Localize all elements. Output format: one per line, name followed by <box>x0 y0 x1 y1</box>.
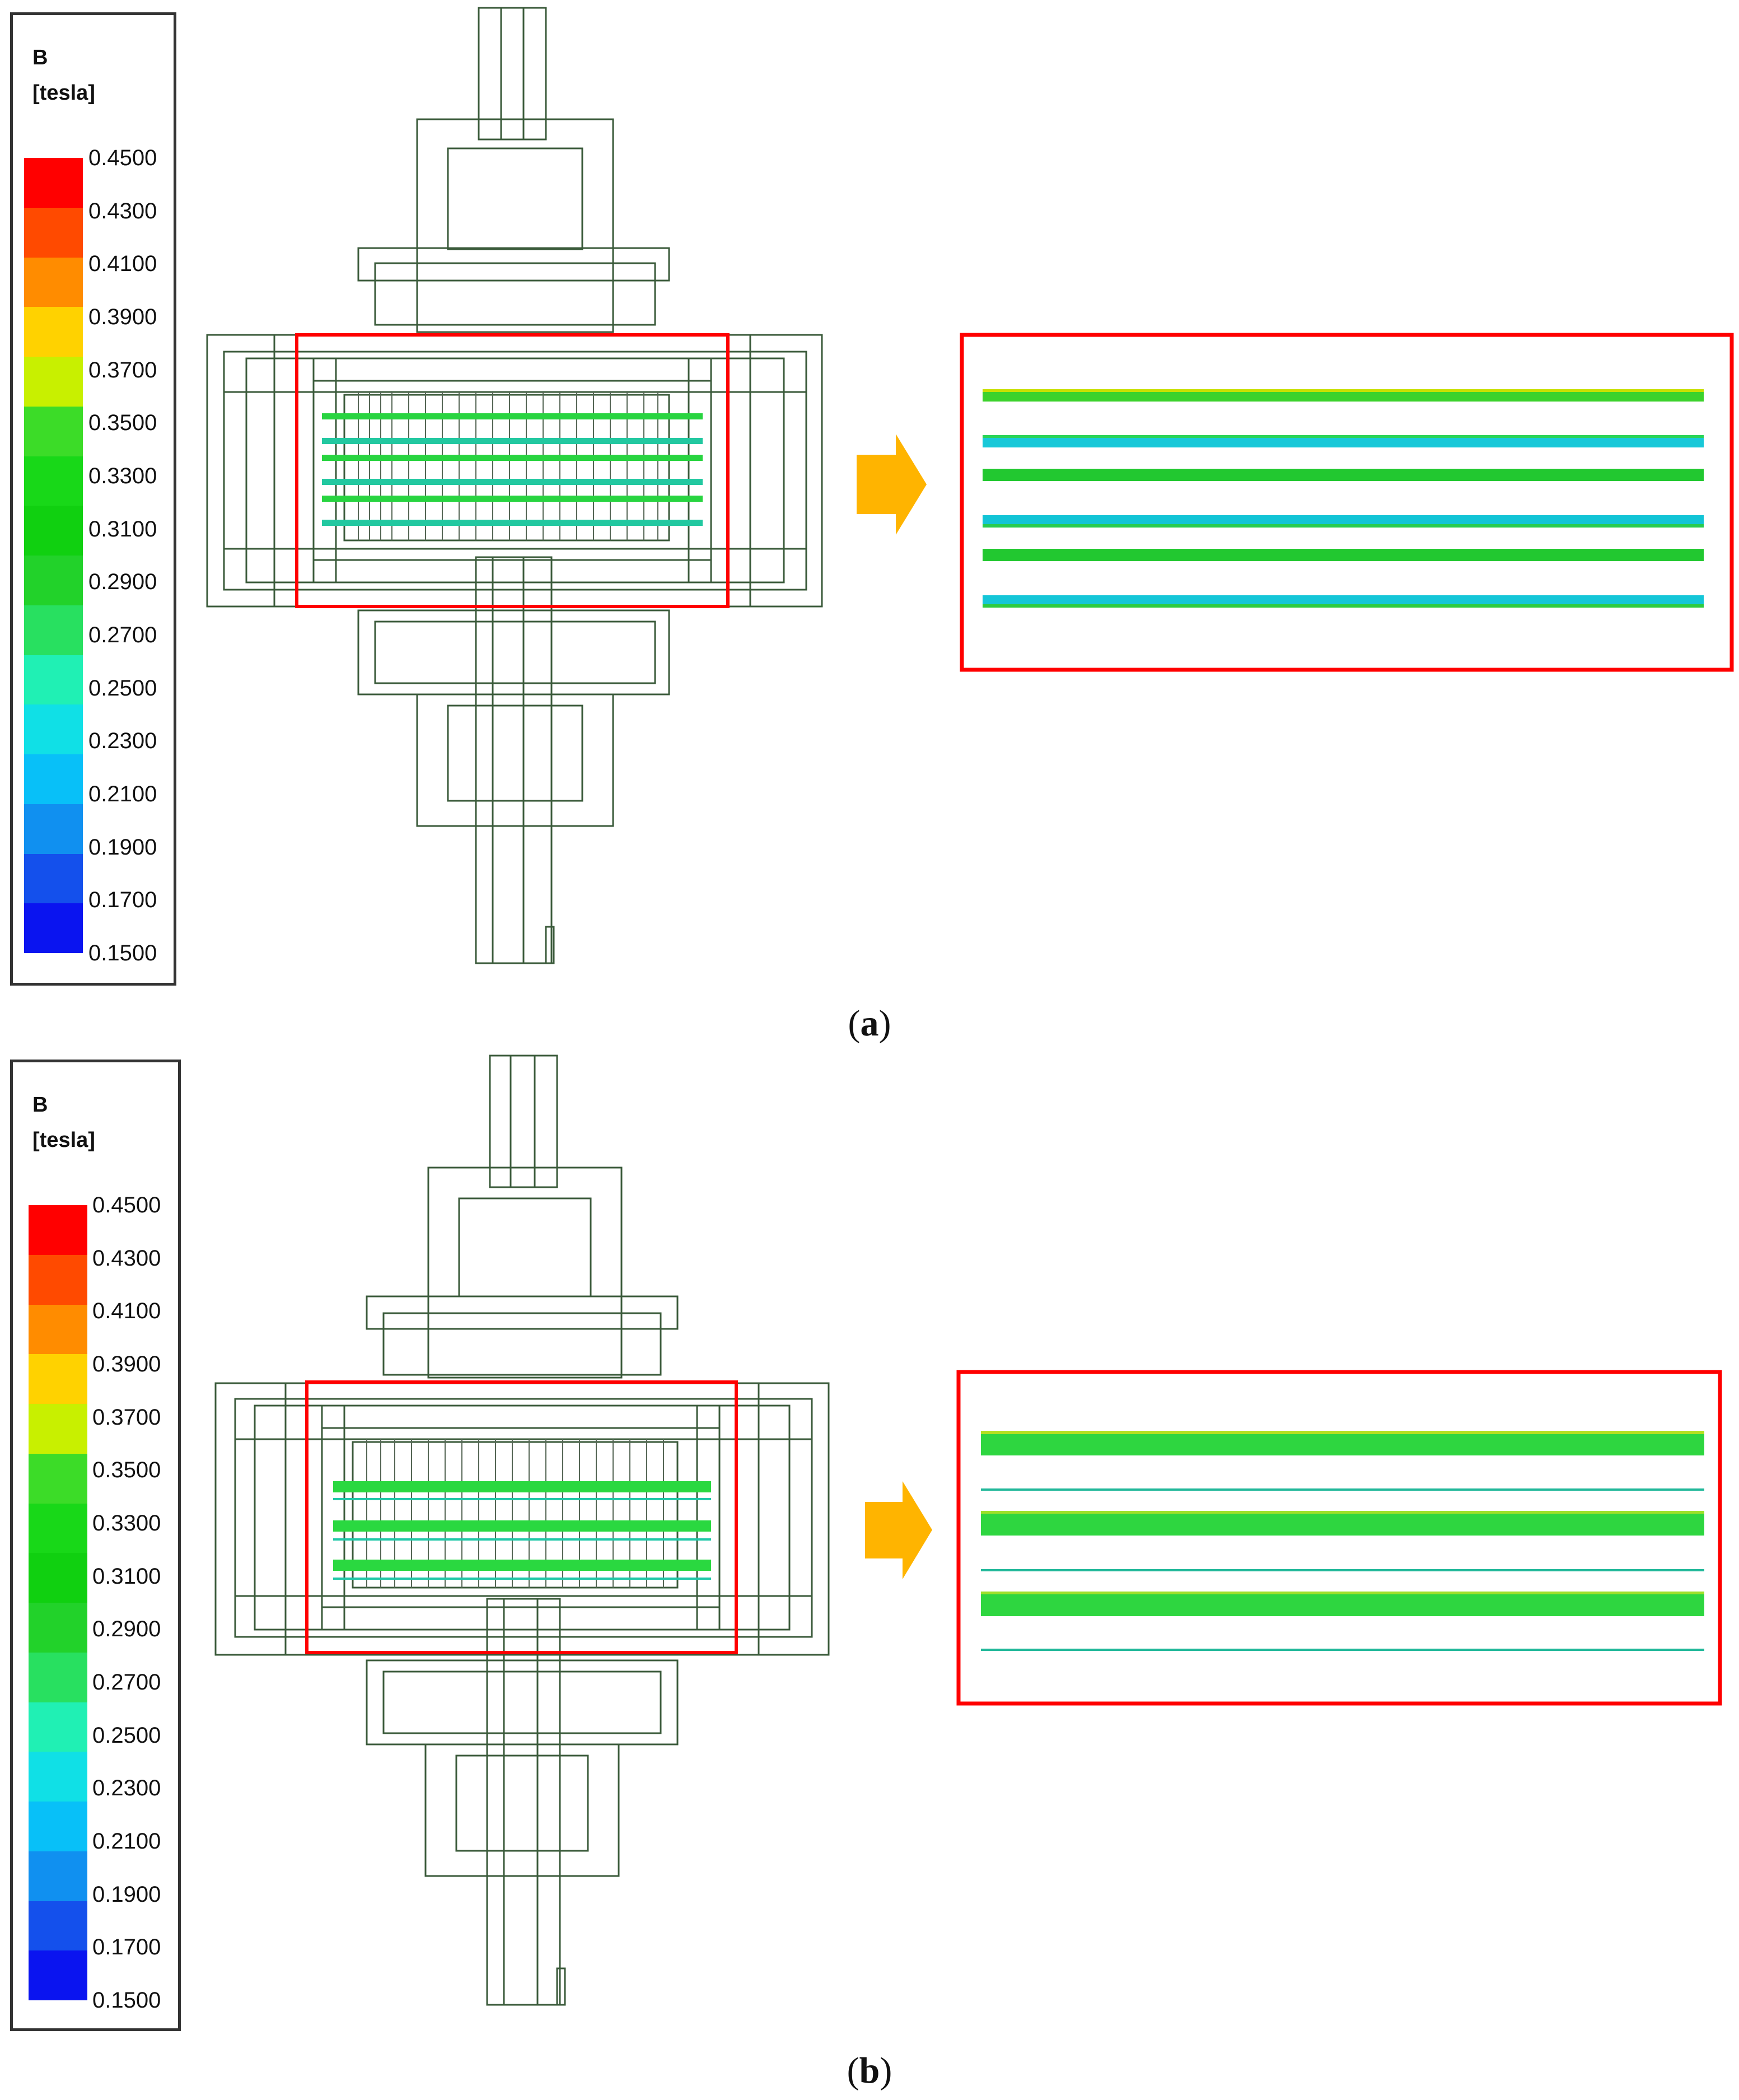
legend-tick-label: 0.4500 <box>92 1193 161 1217</box>
model-view-a <box>206 7 1734 964</box>
legend-swatch <box>29 1901 87 1951</box>
legend-swatch <box>24 406 83 456</box>
highlight-box <box>305 1380 738 1654</box>
legend-swatch <box>29 1503 87 1553</box>
legend-swatch <box>24 556 83 605</box>
legend-swatch <box>29 1205 87 1255</box>
caption-b: (b) <box>847 2050 892 2091</box>
legend-tick-label: 0.2500 <box>88 675 157 701</box>
legend-swatch <box>29 1404 87 1454</box>
legend-color-bar <box>24 158 83 953</box>
coil-bars-main <box>322 413 703 526</box>
legend-tick-label: 0.2300 <box>92 1776 161 1801</box>
legend-tick-label: 0.3900 <box>92 1352 161 1376</box>
legend-swatch <box>24 853 83 904</box>
legend-swatch <box>24 158 83 208</box>
legend-swatch <box>29 1851 87 1901</box>
panel-b: B [tesla] 0.4500 0.4300 0.4100 0.3900 0.3700… <box>0 1047 1739 2094</box>
legend-swatch <box>24 456 83 506</box>
legend-swatch <box>29 1354 87 1404</box>
legend-tick-label: 0.1700 <box>92 1935 161 1960</box>
legend-tick-label: 0.3500 <box>92 1458 161 1483</box>
zoom-bars <box>983 389 1704 608</box>
legend-swatch <box>24 207 83 258</box>
legend-tick-label: 0.2900 <box>88 570 157 595</box>
legend-swatch <box>29 1802 87 1851</box>
legend-tick-label: 0.2700 <box>92 1670 161 1695</box>
legend-swatch <box>29 1702 87 1752</box>
legend-swatch <box>24 506 83 556</box>
legend-tick-label: 0.1500 <box>88 941 157 965</box>
legend-swatch <box>29 1752 87 1802</box>
coil-bars-main <box>333 1481 711 1580</box>
legend-tick-label: 0.2300 <box>88 729 157 754</box>
model-view-b <box>214 1054 1722 2006</box>
legend-swatch <box>29 1652 87 1702</box>
legend-tick-label: 0.4100 <box>88 251 157 277</box>
core-wireframe <box>214 1054 830 2006</box>
legend-swatch <box>24 804 83 854</box>
caption-letter: b <box>859 2050 880 2091</box>
legend-tick-label: 0.4100 <box>92 1299 161 1324</box>
legend-tick-label: 0.3300 <box>92 1511 161 1536</box>
highlight-box <box>295 333 730 608</box>
legend-tick-label: 0.2900 <box>92 1617 161 1642</box>
legend-tick-label: 0.3100 <box>88 516 157 542</box>
caption-a: (a) <box>848 1003 891 1044</box>
legend-swatch <box>29 1950 87 2000</box>
arrow-icon <box>857 434 927 535</box>
legend-tick-label: 0.2500 <box>92 1723 161 1748</box>
legend-swatch <box>29 1453 87 1504</box>
legend-tick-label: 0.3700 <box>92 1404 161 1430</box>
legend-swatch <box>24 357 83 407</box>
legend-tick-label: 0.3700 <box>88 357 157 382</box>
zoom-box <box>956 1370 1722 1706</box>
legend-tick-label: 0.3900 <box>88 305 157 329</box>
zoom-box <box>960 333 1734 672</box>
legend-tick-label: 0.4500 <box>88 146 157 170</box>
legend-swatch <box>24 903 83 953</box>
legend-tick-label: 0.3300 <box>88 464 157 488</box>
zoom-bars <box>981 1431 1704 1651</box>
arrow-icon <box>865 1481 932 1579</box>
legend-title: B <box>32 1093 48 1117</box>
legend-swatch <box>24 754 83 804</box>
legend-tick-label: 0.3100 <box>92 1564 161 1589</box>
legend-tick-label: 0.1900 <box>88 834 157 860</box>
legend-unit: [tesla] <box>32 1128 95 1152</box>
legend-swatch <box>29 1603 87 1653</box>
legend-tick-label: 0.2100 <box>92 1829 161 1854</box>
panel-a: B [tesla] 0.4500 0.4300 0.4100 0.3900 0.3700… <box>0 0 1739 1047</box>
legend-swatch <box>29 1304 87 1355</box>
legend-swatch <box>29 1553 87 1603</box>
legend-color-bar <box>29 1205 87 2000</box>
legend-title: B <box>32 46 48 69</box>
legend-swatch <box>29 1254 87 1305</box>
core-wireframe <box>206 7 823 964</box>
legend-tick-label: 0.1500 <box>92 1988 161 2013</box>
color-legend-a: B [tesla] 0.4500 0.4300 0.4100 0.3900 0.3700… <box>10 12 176 986</box>
legend-swatch <box>24 704 83 754</box>
legend-unit: [tesla] <box>32 81 95 105</box>
legend-swatch <box>24 605 83 655</box>
caption-letter: a <box>860 1003 879 1044</box>
legend-tick-label: 0.1900 <box>92 1882 161 1907</box>
legend-swatch <box>24 257 83 307</box>
legend-swatch <box>24 655 83 705</box>
legend-tick-label: 0.2700 <box>88 623 157 647</box>
legend-tick-label: 0.1700 <box>88 888 157 913</box>
color-legend-b: B [tesla] 0.4500 0.4300 0.4100 0.3900 0.3700… <box>10 1060 181 2031</box>
legend-tick-label: 0.3500 <box>88 410 157 436</box>
legend-tick-label: 0.2100 <box>88 782 157 806</box>
legend-swatch <box>24 307 83 357</box>
legend-tick-label: 0.4300 <box>92 1245 161 1271</box>
legend-tick-label: 0.4300 <box>88 198 157 223</box>
